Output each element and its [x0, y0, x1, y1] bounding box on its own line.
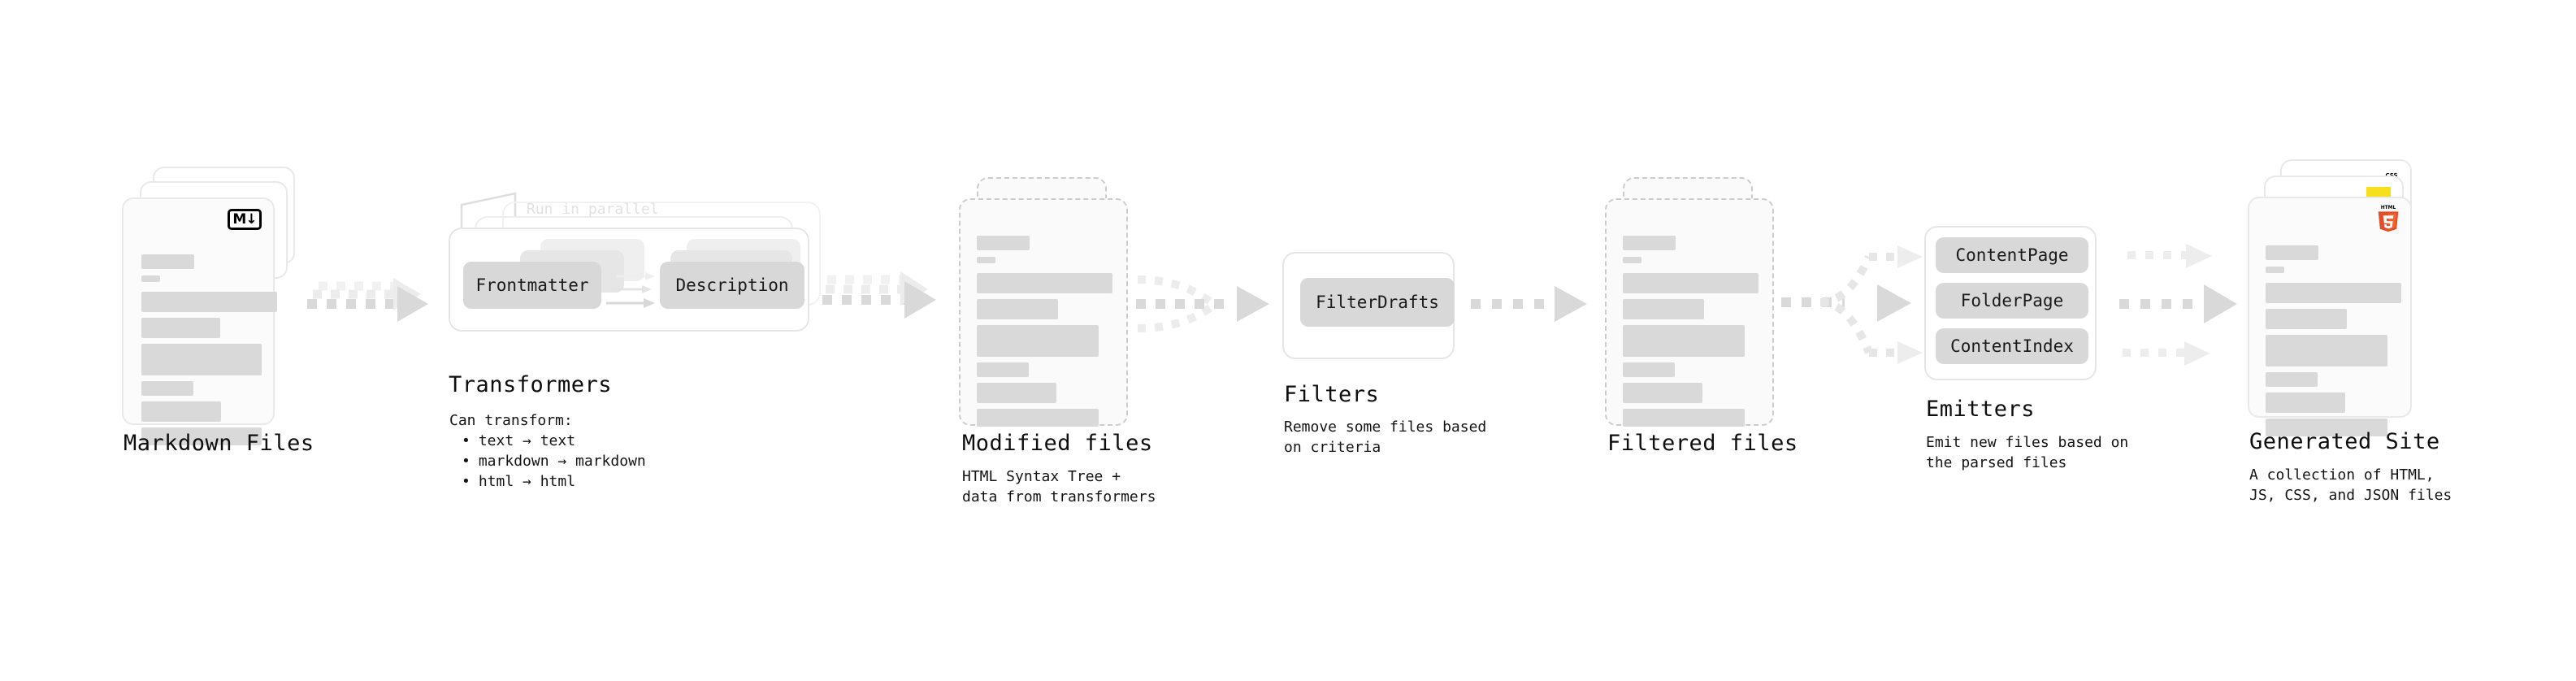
skeleton-line — [2266, 335, 2387, 367]
subtitle-generated-site: A collection of HTML, JS, CSS, and JSON … — [2249, 466, 2452, 504]
stage-markdown-files: M↓ — [122, 158, 309, 445]
skeleton-line — [977, 299, 1058, 319]
transformer-pill-description[interactable]: Description — [660, 262, 804, 309]
skeleton-line — [1623, 236, 1676, 250]
pill-label: ContentIndex — [1950, 336, 2074, 356]
arrow-filters-to-filtered — [1471, 286, 1587, 322]
modified-card-front — [959, 198, 1128, 427]
markdown-card-front: M↓ — [122, 197, 277, 445]
skeleton-line — [2266, 283, 2401, 303]
pill-label: Frontmatter — [475, 275, 589, 295]
skeleton-line — [1623, 325, 1745, 357]
generated-card-html: HTML — [2248, 197, 2412, 436]
transformers-sub-lead: Can transform: — [449, 412, 573, 429]
skeleton-line — [1623, 257, 1641, 263]
skeleton-line — [2266, 245, 2318, 260]
skeleton-line — [141, 401, 221, 422]
emitter-pill-contentindex[interactable]: ContentIndex — [1936, 328, 2088, 364]
skeleton-line — [1623, 383, 1702, 403]
pill-label: ContentPage — [1955, 245, 2069, 265]
pill-label: Description — [675, 275, 789, 295]
html5-wordmark: HTML — [2381, 206, 2396, 210]
stage-generated-site: CSS HTML — [2248, 154, 2451, 436]
title-filters: Filters — [1284, 382, 1380, 407]
subtitle-emitters: Emit new files based on the parsed files — [1926, 434, 2129, 471]
title-transformers: Transformers — [449, 372, 613, 397]
skeleton-line — [977, 236, 1030, 250]
skeleton-line — [977, 325, 1099, 357]
emitter-pill-contentpage[interactable]: ContentPage — [1936, 237, 2088, 273]
skeleton-line — [2266, 393, 2345, 413]
skeleton-line — [2266, 419, 2387, 436]
emitter-pill-folderpage[interactable]: FolderPage — [1936, 283, 2088, 319]
subtitle-modified-files: HTML Syntax Tree + data from transformer… — [962, 468, 1156, 505]
html5-icon: HTML — [2378, 206, 2399, 232]
pill-label: FilterDrafts — [1316, 293, 1439, 312]
arrow-markdown-to-transformers — [307, 278, 428, 322]
skeleton-line — [977, 257, 995, 263]
run-in-parallel-label: Run in parallel — [527, 201, 659, 218]
arrow-emitters-to-site — [2119, 244, 2237, 366]
transformer-bullet: html → html — [462, 471, 646, 492]
arrow-transformers-to-modified — [822, 271, 936, 319]
transformer-internal-arrows — [606, 272, 655, 308]
filter-pill-filterdrafts[interactable]: FilterDrafts — [1300, 278, 1455, 327]
skeleton-line — [141, 381, 193, 396]
transformer-bullet: text → text — [462, 431, 646, 451]
stage-filtered-files — [1605, 177, 1792, 427]
stage-modified-files — [959, 177, 1146, 427]
skeleton-line — [977, 362, 1029, 377]
skeleton-line — [141, 318, 220, 338]
filtered-card-front — [1605, 198, 1774, 427]
skeleton-line — [1623, 362, 1675, 377]
skeleton-line — [2266, 309, 2347, 329]
arrow-filtered-to-emitters — [1781, 245, 1923, 364]
markdown-icon: M↓ — [228, 209, 262, 230]
title-generated-site: Generated Site — [2249, 429, 2440, 454]
title-markdown-files: Markdown Files — [124, 431, 314, 456]
title-filtered-files: Filtered files — [1607, 431, 1798, 456]
transformer-pill-frontmatter[interactable]: Frontmatter — [463, 262, 601, 309]
skeleton-line — [977, 273, 1112, 293]
skeleton-line — [1623, 273, 1759, 293]
markdown-badge-letter: M — [232, 211, 246, 228]
skeleton-line — [1623, 409, 1745, 427]
arrow-modified-to-filters — [1136, 275, 1269, 332]
pill-label: FolderPage — [1960, 291, 2064, 310]
skeleton-line — [141, 427, 262, 445]
skeleton-line — [141, 292, 277, 312]
skeleton-line — [141, 254, 194, 269]
skeleton-line — [977, 409, 1099, 427]
skeleton-line — [1623, 299, 1704, 319]
title-modified-files: Modified files — [962, 431, 1153, 456]
subtitle-filters: Remove some files based on criteria — [1284, 419, 1487, 456]
skeleton-line — [141, 275, 160, 282]
skeleton-line — [2266, 267, 2284, 273]
title-emitters: Emitters — [1926, 397, 2036, 422]
transformers-bullets: text → text markdown → markdown html → h… — [462, 431, 646, 492]
transformer-bullet: markdown → markdown — [462, 451, 646, 471]
skeleton-line — [977, 383, 1056, 403]
skeleton-line — [141, 344, 262, 375]
skeleton-line — [2266, 372, 2318, 387]
